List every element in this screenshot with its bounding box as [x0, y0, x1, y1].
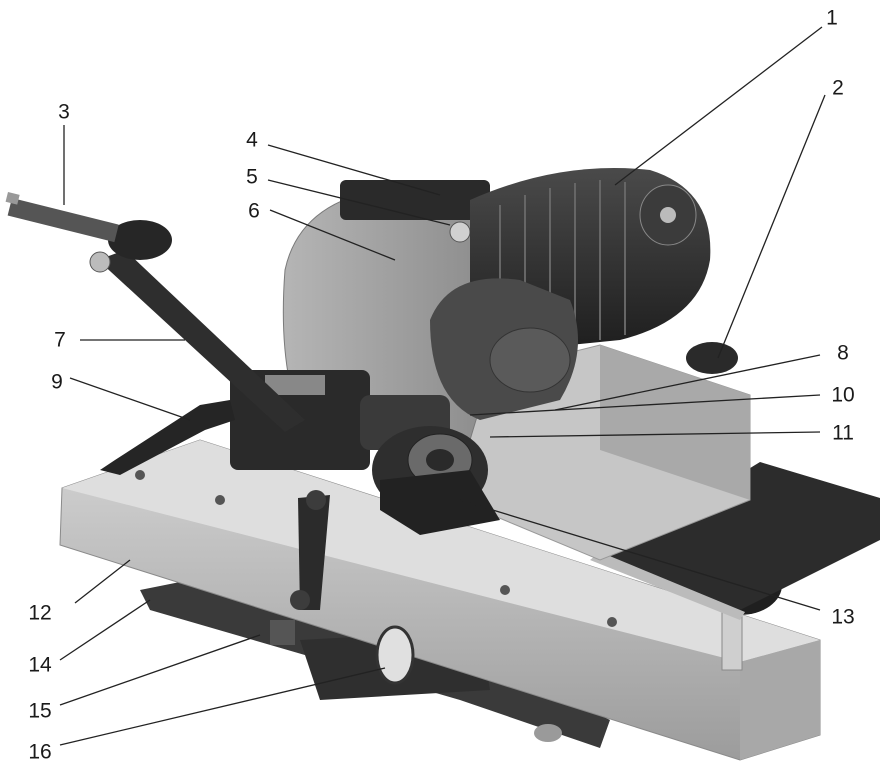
callout-5: 5 — [246, 165, 258, 189]
slide-adjust-wheel — [270, 620, 415, 685]
right-table-plate — [590, 462, 880, 620]
drive-housing — [430, 278, 578, 420]
base-plate — [59, 439, 821, 761]
callout-7: 7 — [54, 328, 66, 352]
adjusting-arm — [5, 192, 305, 432]
callout-15: 15 — [28, 699, 52, 723]
callout-14: 14 — [28, 653, 52, 677]
callout-11: 11 — [832, 421, 854, 445]
callout-4: 4 — [246, 128, 258, 152]
support-arm — [290, 490, 330, 610]
callout-6: 6 — [248, 199, 260, 223]
callout-10: 10 — [831, 383, 855, 407]
callout-2: 2 — [832, 76, 844, 100]
callout-16: 16 — [28, 740, 52, 764]
callout-9: 9 — [51, 370, 63, 394]
callout-8: 8 — [837, 341, 849, 365]
callout-13: 13 — [831, 605, 855, 629]
clamping-lever — [100, 400, 235, 475]
callout-1: 1 — [826, 6, 838, 30]
leader-lines — [59, 26, 826, 746]
callout-12: 12 — [28, 601, 52, 625]
callout-3: 3 — [58, 100, 70, 124]
